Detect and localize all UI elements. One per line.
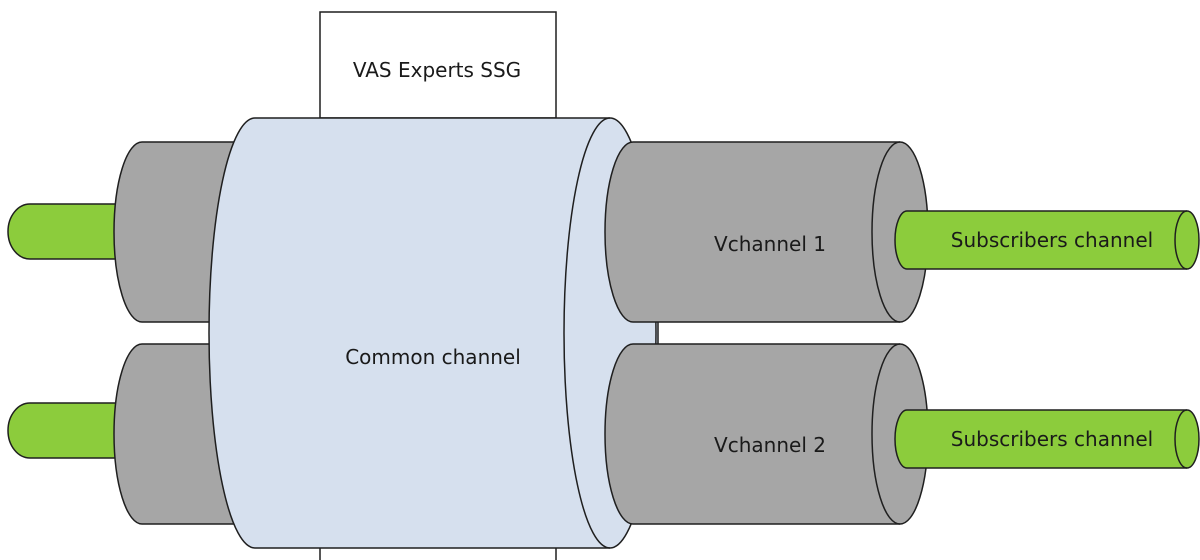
ssg-box-top [319,11,557,119]
subscribers-channel-label-top: Subscribers channel [951,228,1153,252]
ssg-label: VAS Experts SSG [353,58,521,82]
common-channel-cylinder [208,117,657,549]
vchannel-1-label: Vchannel 1 [714,232,826,256]
input-pipe-bottom [7,402,126,459]
common-channel-label: Common channel [345,345,521,369]
vchannel-2-cylinder [604,343,929,525]
subscribers-pipe-bottom [894,409,1200,469]
vchannel-2-label: Vchannel 2 [714,433,826,457]
input-pipe-top [7,203,126,260]
vchannel-1-cylinder [604,141,929,323]
subscribers-channel-label-bottom: Subscribers channel [951,427,1153,451]
subscribers-pipe-top [894,210,1200,270]
